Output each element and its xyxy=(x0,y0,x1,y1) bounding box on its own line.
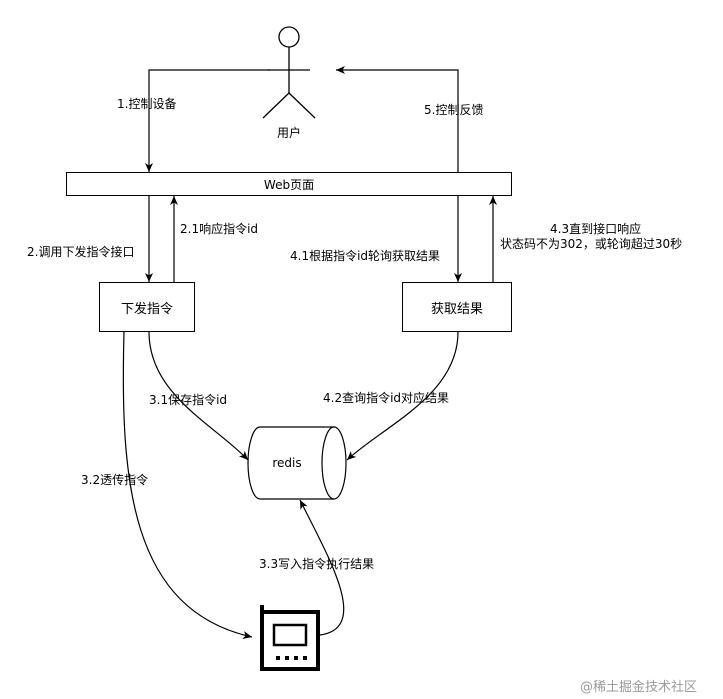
device-terminal-icon xyxy=(260,605,320,671)
node-get-result: 获取结果 xyxy=(402,282,512,332)
edge-write-result xyxy=(299,499,345,636)
edge-pass-through xyxy=(122,331,253,639)
edge-label-query-by-id: 4.2查询指令id对应结果 xyxy=(323,391,450,405)
node-send-command: 下发指令 xyxy=(99,282,195,332)
edge-label-write-result: 3.3写入指令执行结果 xyxy=(259,557,375,571)
stick-figure-icon xyxy=(262,26,316,119)
edge-query-by-id xyxy=(346,331,459,461)
edge-label-control-device: 1.控制设备 xyxy=(117,97,177,111)
node-get-result-label: 获取结果 xyxy=(430,301,483,317)
edge-label-poll-by-id: 4.1根据指令id轮询获取结果 xyxy=(290,249,441,263)
web-page-label: Web页面 xyxy=(263,177,315,192)
edge-control-device xyxy=(145,69,270,172)
node-redis-label: redis xyxy=(272,456,302,470)
edge-control-feedback xyxy=(336,66,459,172)
edge-label-pass-through: 3.2透传指令 xyxy=(81,473,149,487)
database-cylinder-icon xyxy=(247,426,347,500)
edge-label-respond-id: 2.1响应指令id xyxy=(180,222,259,236)
edge-label-call-send-api: 2.调用下发指令接口 xyxy=(27,245,135,259)
edge-label-until-response-line2: 状态码不为302，或轮询超过30秒 xyxy=(500,237,683,251)
watermark: @稀土掘金技术社区 xyxy=(580,680,698,695)
edge-label-control-feedback: 5.控制反馈 xyxy=(424,103,484,117)
edge-save-id xyxy=(148,331,249,461)
web-page-bar: Web页面 xyxy=(66,172,512,196)
edge-label-save-id: 3.1保存指令id xyxy=(149,393,228,407)
edge-label-until-response-line1: 4.3直到接口响应 xyxy=(550,222,642,236)
node-send-command-label: 下发指令 xyxy=(120,301,173,317)
actor-label: 用户 xyxy=(276,126,302,140)
